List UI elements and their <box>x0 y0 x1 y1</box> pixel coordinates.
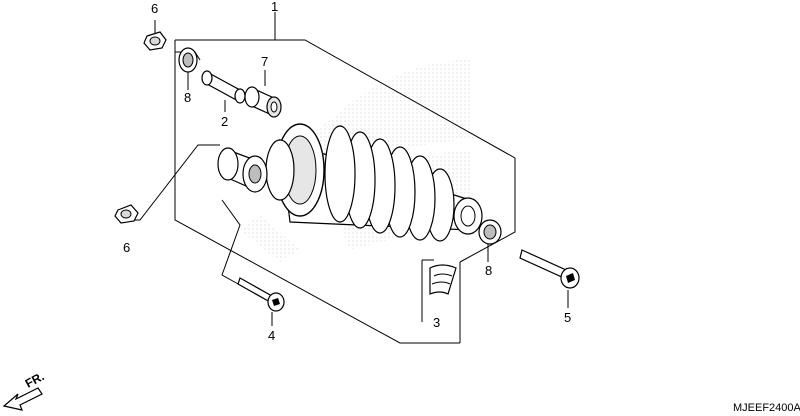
callout-6-top: 6 <box>151 1 158 16</box>
callout-2: 2 <box>221 114 228 129</box>
callout-5: 5 <box>564 310 571 325</box>
callout-8-top: 8 <box>184 90 191 105</box>
bolt-5 <box>519 249 580 289</box>
bushing-7 <box>244 86 282 118</box>
rear-cushion-1 <box>217 123 483 242</box>
callout-8-right: 8 <box>485 263 492 278</box>
bolt-4 <box>237 277 285 312</box>
callout-3: 3 <box>433 315 440 330</box>
callout-6-left: 6 <box>123 240 130 255</box>
direction-label: FR. <box>23 369 47 390</box>
diagram-code: MJEEF2400A <box>733 402 800 414</box>
seal-8-right <box>478 219 502 245</box>
seal-8-top <box>178 47 198 73</box>
callout-4: 4 <box>268 328 275 343</box>
collar-3 <box>429 264 457 295</box>
front-direction-arrow: FR. <box>2 369 47 411</box>
callout-7: 7 <box>261 54 268 69</box>
nut-6-left <box>114 204 139 224</box>
nut-6-top <box>143 31 167 51</box>
collar-2 <box>201 70 246 104</box>
spring-coils <box>324 125 455 242</box>
callout-1: 1 <box>271 0 278 14</box>
